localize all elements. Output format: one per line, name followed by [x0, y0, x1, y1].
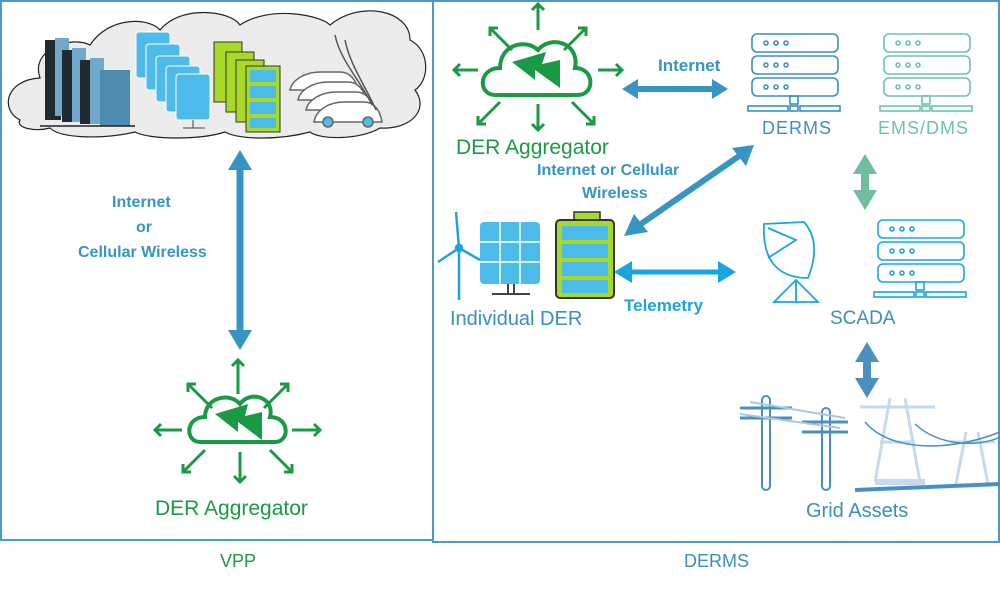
- vpp-link-arrow: [228, 150, 252, 350]
- internet-cellular-label-1: Internet or Cellular: [537, 162, 680, 179]
- scada-server-icon: [873, 219, 967, 298]
- vpp-asset-cloud: [7, 10, 427, 139]
- derms-server-icon: [747, 33, 841, 112]
- wind-turbine-icon: [437, 211, 481, 300]
- buildings-icon: [40, 38, 135, 127]
- derms-server-label: DERMS: [762, 118, 833, 138]
- satellite-dish-icon: [762, 221, 821, 303]
- internet-cellular-label-2: Wireless: [582, 185, 648, 202]
- utility-poles-icon: [739, 395, 848, 491]
- individual-der-icon: [437, 211, 615, 300]
- electric-vehicles-icon: [289, 34, 383, 128]
- telemetry-arrow: [614, 261, 736, 283]
- transmission-towers-icon: [860, 397, 995, 485]
- derms-panel: [432, 0, 1000, 543]
- ems-scada-arrow: [853, 154, 877, 210]
- internet-label: Internet: [658, 56, 721, 75]
- scada-label: SCADA: [830, 308, 896, 329]
- individual-der-label: Individual DER: [450, 308, 583, 330]
- vpp-aggregator-icon: [152, 357, 323, 485]
- derms-aggregator-icon: [451, 1, 625, 133]
- ems-dms-server-icon: [879, 33, 973, 112]
- solar-panels-icon: [135, 31, 211, 129]
- derms-caption: DERMS: [684, 551, 750, 571]
- internet-arrow: [622, 79, 728, 99]
- ems-dms-label: EMS/DMS: [878, 118, 970, 138]
- vpp-link-label-1: Internet: [112, 194, 171, 211]
- vpp-caption: VPP: [220, 551, 257, 571]
- battery-icon: [555, 211, 615, 299]
- derms-aggregator-label: DER Aggregator: [456, 136, 609, 159]
- grid-assets-label: Grid Assets: [806, 500, 909, 522]
- grid-assets-icon: [739, 395, 1000, 492]
- vpp-link-label-3: Cellular Wireless: [78, 244, 207, 261]
- scada-grid-arrow: [855, 342, 879, 398]
- internet-cellular-arrow: [624, 145, 754, 236]
- telemetry-label: Telemetry: [624, 296, 704, 315]
- batteries-icon: [213, 41, 281, 133]
- vpp-aggregator-label: DER Aggregator: [155, 497, 308, 520]
- solar-panel-icon: [480, 222, 540, 295]
- vpp-link-label-2: or: [136, 219, 152, 236]
